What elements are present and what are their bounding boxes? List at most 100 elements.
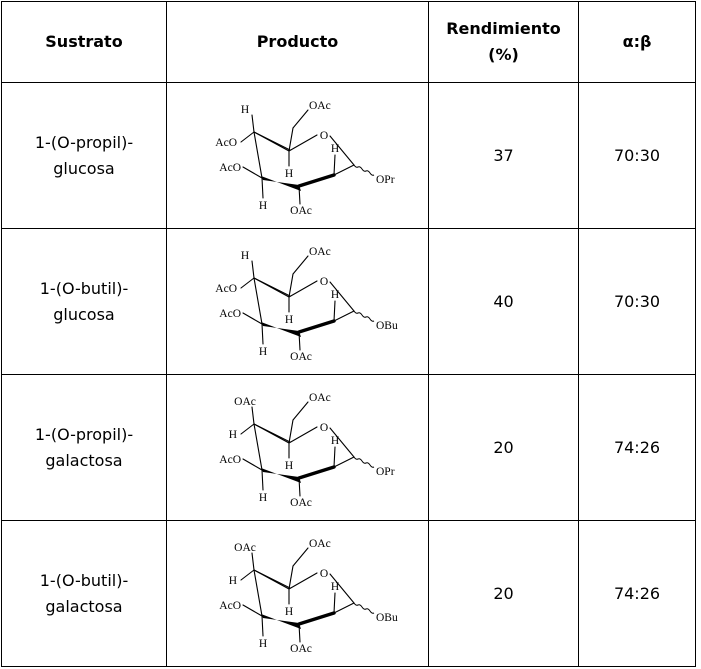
bond: [291, 547, 309, 567]
bond: [252, 277, 263, 325]
atom-label-c3-sub: AcO: [219, 162, 241, 174]
bond: [250, 406, 255, 425]
bond: [287, 134, 318, 152]
bond: [332, 446, 336, 468]
wedge-bond: [260, 614, 301, 629]
bond: [250, 114, 255, 133]
wavy-anomeric-bond: [353, 602, 374, 614]
bond: [252, 277, 290, 298]
atom-label-top: OAc: [309, 538, 331, 550]
atom-label-anomeric: OBu: [376, 320, 398, 332]
bond: [260, 177, 264, 199]
ratio-cell: 70:30: [578, 82, 696, 229]
wavy-anomeric-bond: [353, 164, 374, 176]
header-product: Producto: [166, 1, 429, 83]
bond: [241, 166, 263, 179]
bond: [287, 273, 294, 298]
bond: [287, 426, 318, 444]
bond: [291, 401, 309, 421]
atom-label-c2-h: H: [330, 143, 338, 155]
atom-label-c4-h: H: [240, 104, 248, 116]
substrate-name: 1-(O-butil)- glucosa: [39, 278, 129, 324]
atom-label-c3-h: H: [258, 492, 266, 504]
wedge-bond: [260, 176, 301, 191]
ratio-cell: 70:30: [578, 228, 696, 375]
atom-label-c3-h: H: [258, 346, 266, 358]
bond: [287, 565, 294, 590]
atom-label-ring-o: O: [319, 130, 327, 142]
atom-label-c2-h: H: [330, 289, 338, 301]
bond: [239, 423, 255, 435]
substrate-cell: 1-(O-butil)- glucosa: [1, 228, 167, 375]
atom-label-anomeric: OBu: [376, 612, 398, 624]
ratio-cell: 74:26: [578, 374, 696, 521]
yield-cell: 37: [428, 82, 579, 229]
bond: [260, 615, 264, 637]
atom-label-c3-h: H: [258, 638, 266, 650]
bond: [332, 164, 355, 176]
substrate-cell: 1-(O-propil)- galactosa: [1, 374, 167, 521]
bond: [332, 310, 355, 322]
bond: [239, 569, 255, 581]
atom-label-c1-h: H: [284, 606, 292, 618]
ratio-cell: 74:26: [578, 520, 696, 667]
header-ratio: α:β: [578, 1, 696, 83]
bond: [297, 623, 301, 643]
bond: [241, 312, 263, 325]
atom-label-c3-sub: AcO: [219, 600, 241, 612]
bond: [297, 477, 301, 497]
atom-label-c1-h: H: [284, 314, 292, 326]
bond: [328, 573, 355, 604]
bond: [252, 423, 290, 444]
bond: [332, 154, 336, 176]
wavy-anomeric-bond: [353, 456, 374, 468]
bond: [287, 572, 318, 590]
bond: [296, 465, 336, 480]
atom-label-c4-h: H: [240, 250, 248, 262]
atom-label-anomeric: OPr: [376, 466, 395, 478]
atom-label-c3-h: H: [258, 200, 266, 212]
atom-label-ring-o: O: [319, 422, 327, 434]
wavy-anomeric-bond: [353, 310, 374, 322]
bond: [252, 131, 290, 152]
header-yield: Rendimiento (%): [428, 1, 579, 83]
bond: [287, 127, 294, 152]
bond: [241, 458, 263, 471]
bond: [332, 592, 336, 614]
atom-label-top: OAc: [309, 100, 331, 112]
bond: [239, 131, 255, 143]
bond: [287, 419, 294, 444]
atom-label-c2-sub: OAc: [290, 205, 312, 217]
atom-label-c3-sub: AcO: [219, 308, 241, 320]
substrate-cell: 1-(O-butil)- galactosa: [1, 520, 167, 667]
bond: [332, 300, 336, 322]
bond: [297, 331, 301, 351]
bond: [332, 602, 355, 614]
bond: [252, 569, 263, 617]
atom-label-c2-sub: OAc: [290, 497, 312, 509]
bond: [252, 131, 263, 179]
atom-label-c4-sub: AcO: [215, 137, 237, 149]
atom-label-top: OAc: [309, 392, 331, 404]
substrate-name: 1-(O-propil)- glucosa: [34, 132, 134, 178]
substrate-name: 1-(O-butil)- galactosa: [39, 570, 129, 616]
bond: [241, 604, 263, 617]
atom-label-top: OAc: [309, 246, 331, 258]
atom-label-ring-o: O: [319, 276, 327, 288]
yield-cell: 40: [428, 228, 579, 375]
bond: [291, 255, 309, 275]
bond: [297, 185, 301, 205]
bond: [250, 552, 255, 571]
atom-label-c2-sub: OAc: [290, 643, 312, 655]
bond: [296, 319, 336, 334]
atom-label-c4-sub: OAc: [234, 542, 256, 554]
bond: [328, 135, 355, 166]
